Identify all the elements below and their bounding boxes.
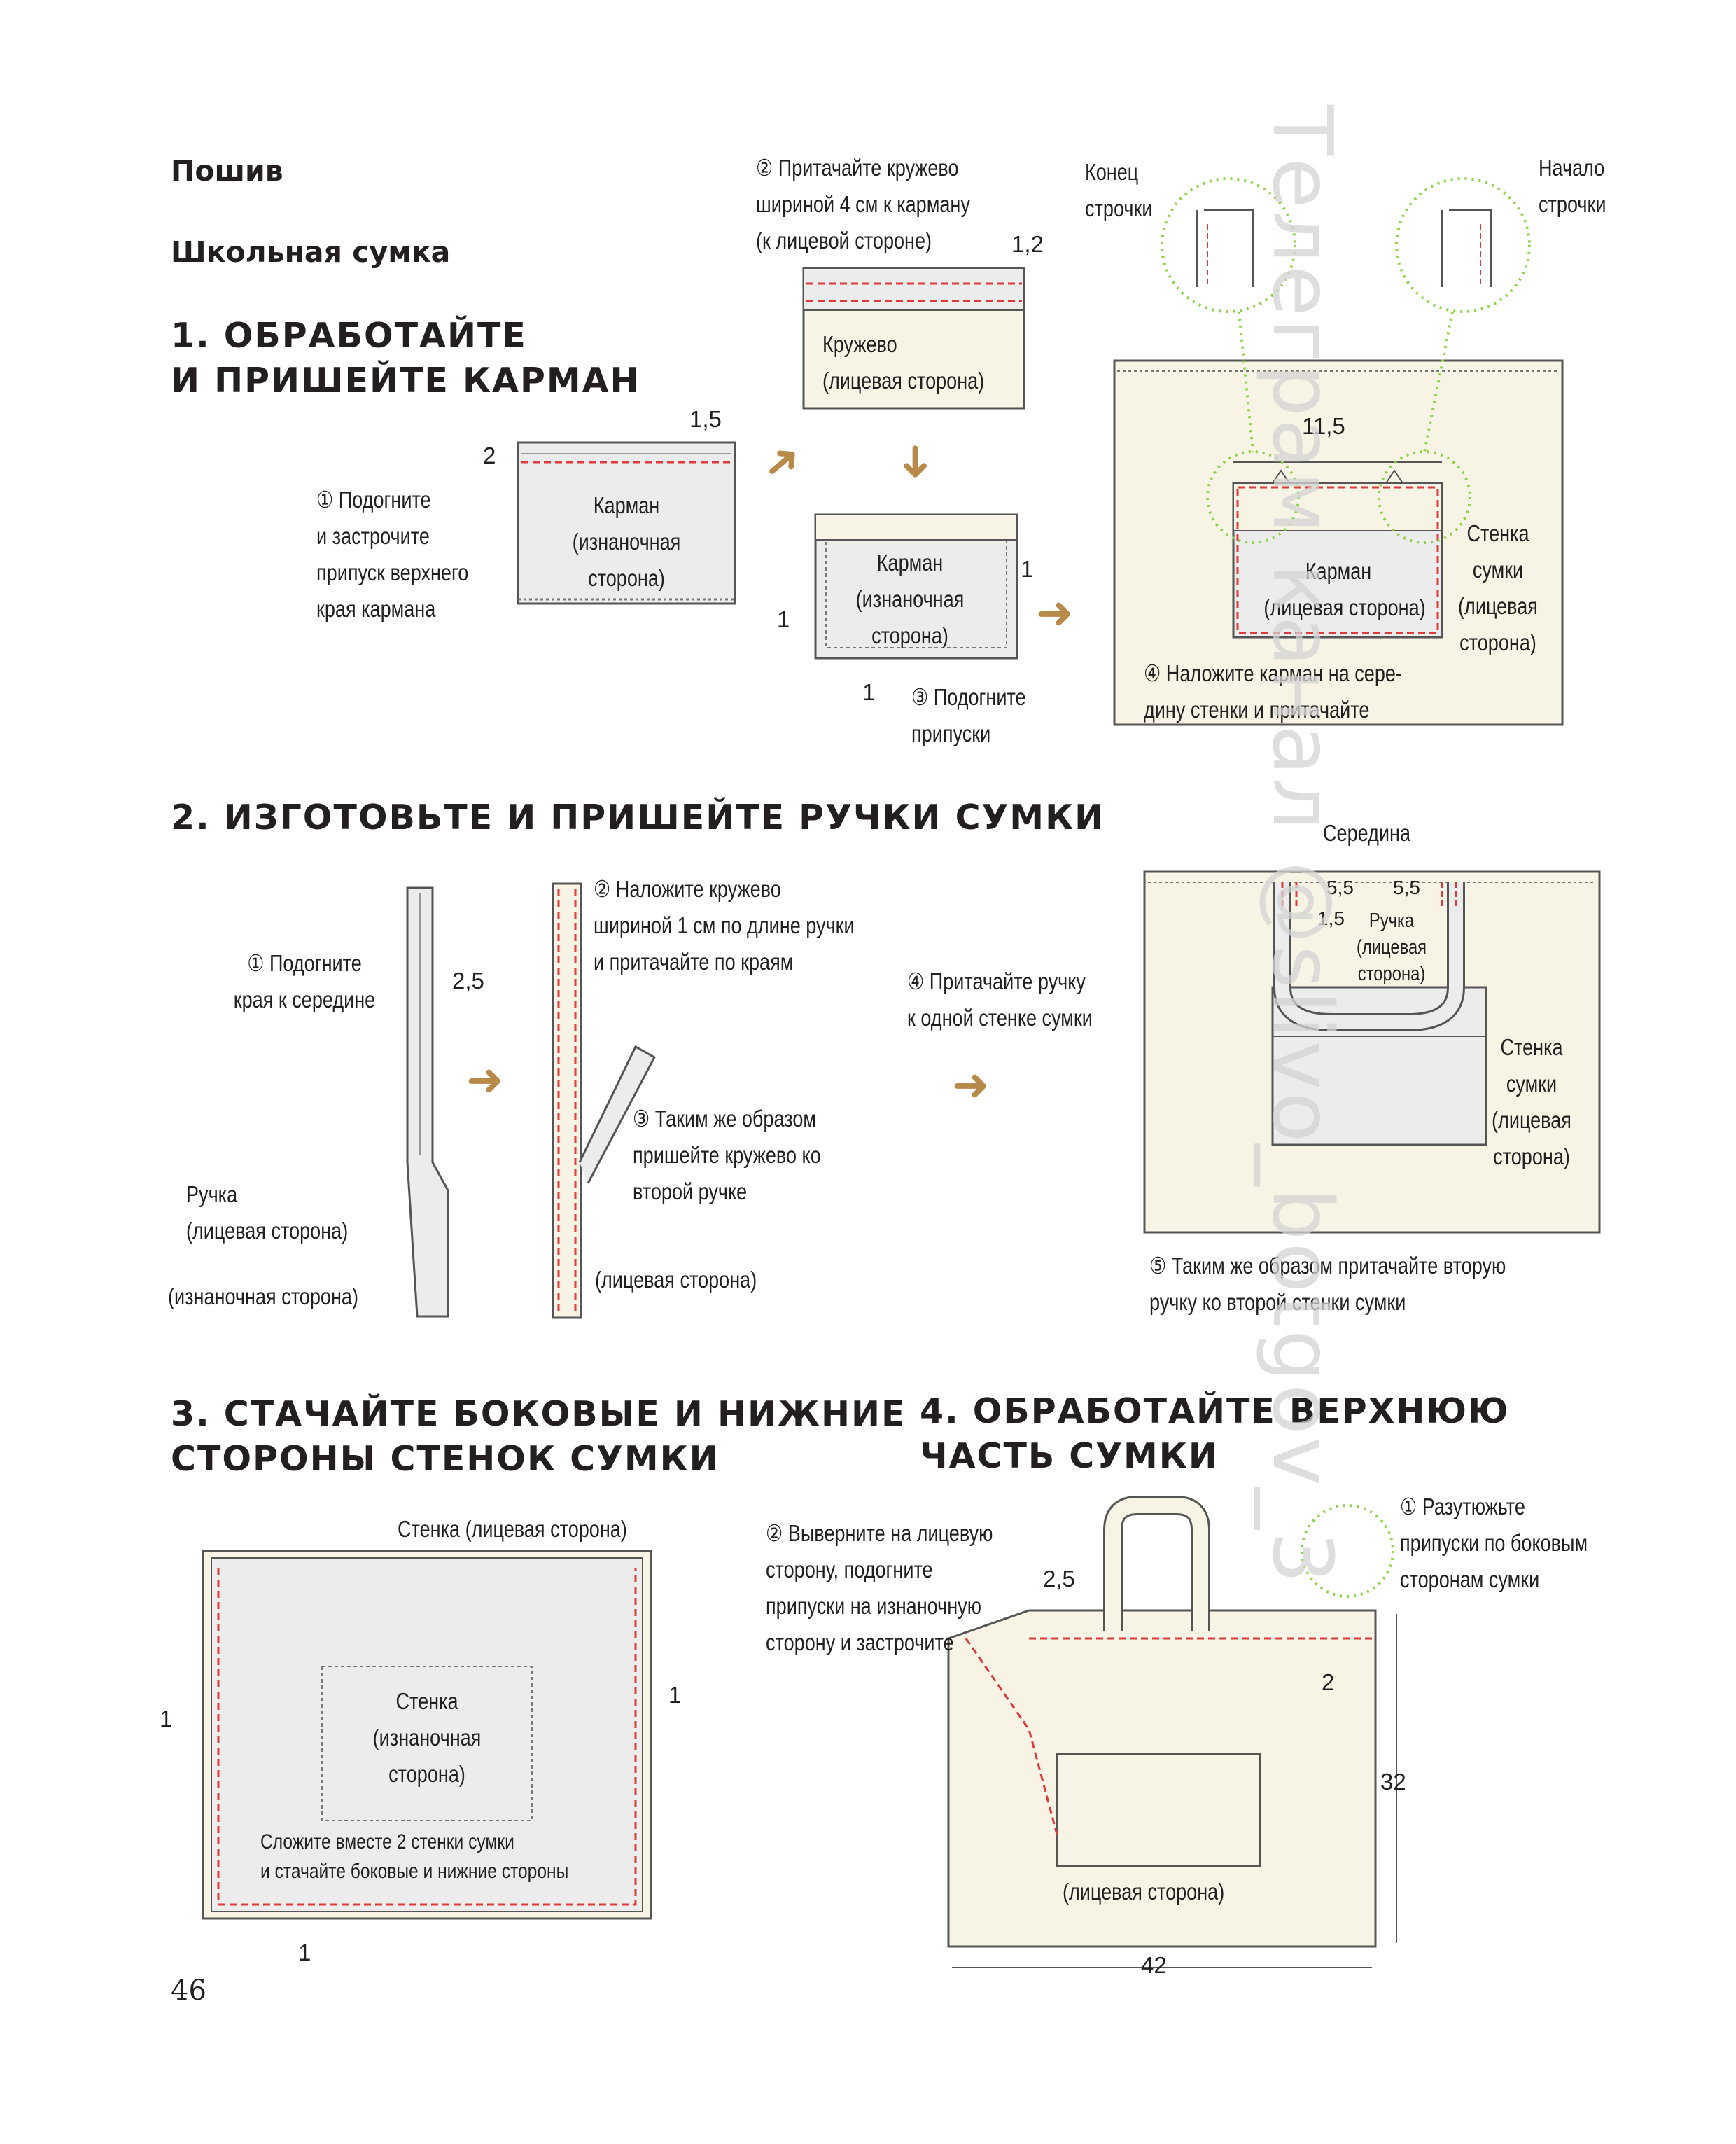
step2-title: 2. ИЗГОТОВЬТЕ И ПРИШЕЙТЕ РУЧКИ СУМКИ [171,798,1105,837]
dimension-label: 1,2 [1011,231,1044,257]
arrow-right-icon: ➜ [1036,587,1074,638]
dimension-label: 1 [160,1706,173,1732]
dimension-label: 2,5 [1043,1566,1075,1592]
page-subheading: Школьная сумка [171,235,451,269]
pocket-wrong-side-diagram [517,441,736,605]
wall-with-handle-diagram [1143,870,1601,1234]
dimension-label: 2 [1322,1669,1335,1695]
dimension-label: 1 [668,1682,682,1708]
arrow-down-icon: ➜ [891,443,942,481]
bag-walls-sewn-diagram [202,1550,652,1920]
lace-on-pocket-diagram [802,267,1026,410]
handle-folded-diagram [406,886,449,1318]
handle-with-lace-diagram [552,882,657,1319]
dimension-label: 5,5 [1393,877,1420,898]
dimension-label: 1 [298,1940,312,1965]
watermark-text: Телеграм канал @slivo_botgov_3 [1254,105,1351,1586]
step2-right-side-label: (лицевая сторона) [595,1267,757,1293]
step2-middle-label: Середина [1323,820,1410,846]
dimension-label: 1 [777,606,790,632]
dimension-label: 2 [483,443,496,468]
dimension-label: 1,5 [690,406,722,432]
step4-face-label: (лицевая сторона) [1063,1879,1225,1905]
step1-pocket3-label: Карман(лицевая сторона) [1264,558,1426,620]
step2-handle-label: Ручка(лицевая сторона) [186,1181,349,1244]
dimension-label: 1,5 [1317,907,1345,929]
pocket-folded-allowances-diagram [814,513,1018,660]
dimension-label: 2,5 [452,968,484,994]
arrow-right-icon: ➜ [952,1059,990,1110]
arrow-right-icon: ➜ [466,1054,504,1105]
page-heading: Пошив [171,154,284,188]
step1-lace-label: Кружево(лицевая сторона) [822,331,985,394]
dimension-label: 5,5 [1326,877,1354,898]
dimension-label: 42 [1141,1952,1167,1978]
step3-wall-face-label: Стенка (лицевая сторона) [398,1516,627,1542]
stitch-detail-circles [1161,177,1531,544]
dimension-label: 1 [1021,556,1034,582]
dimension-label: 1 [862,679,876,705]
page-number: 46 [171,1975,206,2007]
finished-bag-diagram [947,1496,1397,1968]
stitch-detail-sketches [1196,209,1492,287]
dimension-label: 11,5 [1302,413,1345,439]
step1-note4: ④ Наложите карман на сере-дину стенки и … [1144,660,1402,723]
step2-wrong-side-label: (изнаночная сторона) [168,1283,358,1309]
dimension-label: 32 [1380,1769,1406,1795]
bag-wall-with-pocket-diagram [1113,359,1564,726]
